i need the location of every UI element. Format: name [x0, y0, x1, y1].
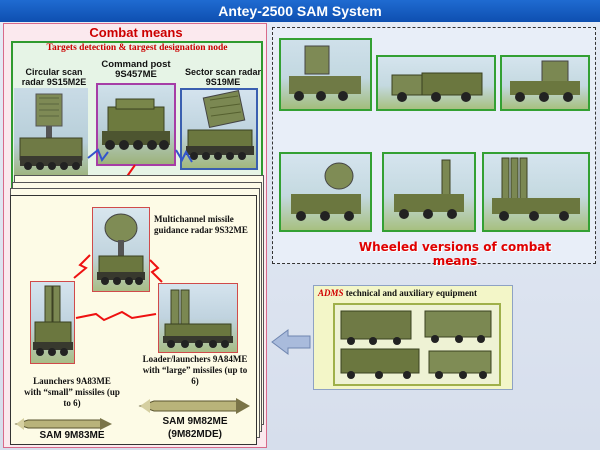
circular-radar-photo: [14, 88, 88, 178]
loader-photo: [158, 283, 238, 353]
link-launcher-loader: [75, 310, 157, 322]
wheeled-command-post-photo: [376, 55, 496, 111]
adms-rest: technical and auxiliary equipment: [343, 288, 478, 298]
arrow-left-icon: [271, 329, 311, 355]
adms-title: ADMS technical and auxiliary equipment: [318, 288, 508, 298]
wheeled-sector-radar-image: [510, 60, 580, 102]
detection-node-title: Targets detection & targest designation …: [46, 43, 228, 53]
wheeled-loader-photo: [482, 152, 590, 232]
page-title: Antey-2500 SAM System: [0, 0, 600, 22]
combat-means-title: Combat means: [89, 25, 183, 40]
sector-radar-label: Sector scan radar 9S19ME: [184, 67, 262, 87]
sector-radar-image: [186, 90, 254, 160]
missile-large-image: [138, 398, 250, 414]
launcher-photo: [30, 281, 75, 364]
missile-small-image: [14, 418, 112, 430]
wheeled-loader-image: [492, 157, 580, 221]
guidance-radar-label: Multichannel missile guidance radar 9S32…: [154, 214, 248, 235]
wheeled-sector-radar-photo: [500, 55, 590, 111]
guidance-radar-photo: [92, 207, 150, 292]
adms-equipment-photo: [333, 303, 501, 386]
circular-radar-image: [19, 93, 83, 170]
wheeled-guidance-radar-image: [291, 162, 361, 221]
launcher-image: [33, 285, 73, 356]
guidance-radar-image: [97, 213, 145, 285]
link-circular-command: [87, 148, 109, 163]
wheeled-circular-radar-photo: [279, 38, 372, 111]
missile-large-label-2: (9M82MDE): [168, 429, 222, 440]
launchers-label: Launchers 9A83ME with “small” missiles (…: [24, 376, 120, 408]
wheeled-guidance-radar-photo: [279, 152, 372, 232]
command-post-image: [102, 98, 170, 150]
wheeled-launcher-image: [394, 159, 464, 219]
link-command-sector: [175, 149, 193, 163]
wheeled-command-post-image: [391, 72, 483, 102]
link-guidance-launcher: [73, 254, 91, 279]
wheeled-launcher-photo: [382, 152, 476, 232]
missile-large-label-1: SAM 9M82ME: [162, 416, 228, 427]
circular-radar-label: Circular scan radar 9S15M2E: [21, 67, 87, 87]
wheeled-versions-title: Wheeled versions of combat means: [358, 240, 552, 268]
adms-prefix: ADMS: [318, 288, 344, 298]
loaders-label: Loader/launchers 9A84ME with “large” mis…: [142, 354, 248, 386]
command-post-photo: [96, 83, 176, 166]
loader-image: [163, 289, 233, 348]
link-guidance-loader: [149, 259, 163, 283]
missile-small-label: SAM 9M83ME: [39, 430, 105, 441]
adms-equipment-image: [340, 310, 492, 379]
sector-radar-photo: [180, 88, 258, 170]
command-post-label: Command post 9S457ME: [101, 59, 171, 80]
wheeled-circular-radar-image: [289, 45, 361, 101]
